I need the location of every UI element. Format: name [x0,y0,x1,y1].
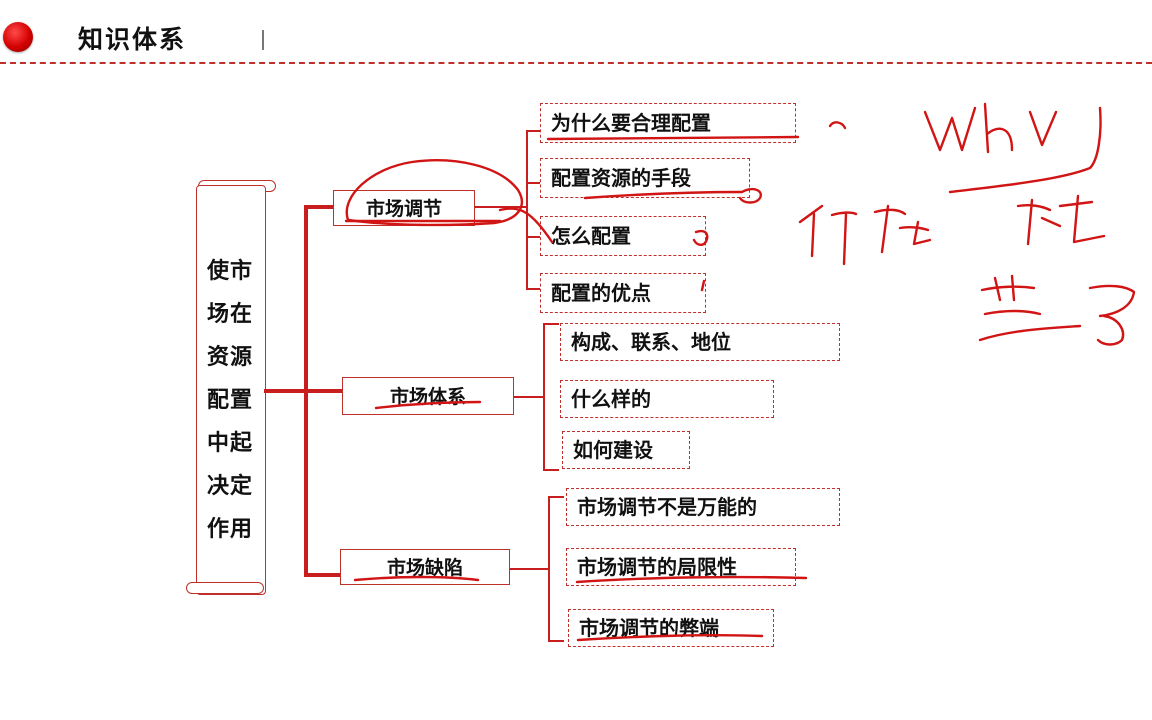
scroll-bottom-roll [186,582,264,594]
bracket-tick-1 [304,205,334,209]
root-line: 使市 [206,259,253,284]
leaf-label: 市场调节的局限性 [577,555,737,579]
branch3-bracket [548,496,550,642]
leaf-node: 配置资源的手段 [540,158,750,198]
branch1-tick [526,182,540,184]
root-line: 作用 [206,517,253,542]
leaf-node: 为什么要合理配置 [540,103,796,143]
handwriting-char [873,204,932,254]
leaf-label: 构成、联系、地位 [571,330,731,354]
root-connector [264,389,306,393]
mark-stroke [828,121,847,130]
leaf-label: 如何建设 [573,438,653,462]
leaf-label: 怎么配置 [551,224,631,248]
branch3-tick [548,496,564,498]
branch-node-market-system: 市场体系 [342,377,514,415]
leaf-label: 配置资源的手段 [551,166,691,190]
root-line: 配置 [206,388,253,413]
leaf-label: 市场调节不是万能的 [577,495,757,519]
handwriting-why [923,102,1102,194]
leaf-node: 市场调节不是万能的 [566,488,840,526]
handwriting-char [978,274,1082,342]
leaf-label: 市场调节的弊端 [579,616,719,640]
bracket-tick-3 [304,573,340,577]
header-bar: 知识体系 [0,0,1152,64]
branch1-tick [526,236,540,238]
branch-node-market-regulation: 市场调节 [333,190,475,226]
leaf-node: 什么样的 [560,380,774,418]
branch-node-market-defects: 市场缺陷 [340,549,510,585]
branch1-bracket [526,130,528,290]
branch2-bracket [543,323,545,471]
root-node-text: 使市 场在 资源 配置 中起 决定 作用 [196,250,264,551]
leaf-label: 什么样的 [571,387,651,411]
handwriting-char [1088,284,1136,346]
leaf-node: 构成、联系、地位 [560,323,840,361]
branch-label: 市场调节 [365,198,442,220]
branch3-tick [548,640,564,642]
branch3-connector [510,568,550,570]
branch-label: 市场缺陷 [386,557,463,579]
root-line: 资源 [206,345,253,370]
root-line: 场在 [206,302,253,327]
branch2-tick [543,323,559,325]
leaf-node: 市场调节的局限性 [566,548,796,586]
leaf-label: 为什么要合理配置 [551,111,711,135]
leaf-node: 怎么配置 [540,216,706,256]
root-line: 中起 [206,431,253,456]
branch1-tick [526,288,540,290]
text-cursor [262,30,264,50]
root-node-scroll [196,185,266,595]
handwriting-char [1016,194,1106,246]
leaf-node: 市场调节的弊端 [568,609,774,647]
branch-label: 市场体系 [389,386,466,408]
branch2-connector [514,396,544,398]
bracket-tick-2 [304,389,342,393]
leaf-node: 配置的优点 [540,273,706,313]
branch1-tick [526,130,540,132]
leaf-label: 配置的优点 [551,281,651,305]
root-line: 决定 [206,474,253,499]
red-dot-icon [3,22,33,52]
page-title: 知识体系 [78,25,187,54]
handwriting-char [798,204,858,266]
leaf-node: 如何建设 [562,431,690,469]
branch2-tick [543,469,559,471]
branch1-connector [475,206,527,208]
header-divider [0,62,1152,64]
